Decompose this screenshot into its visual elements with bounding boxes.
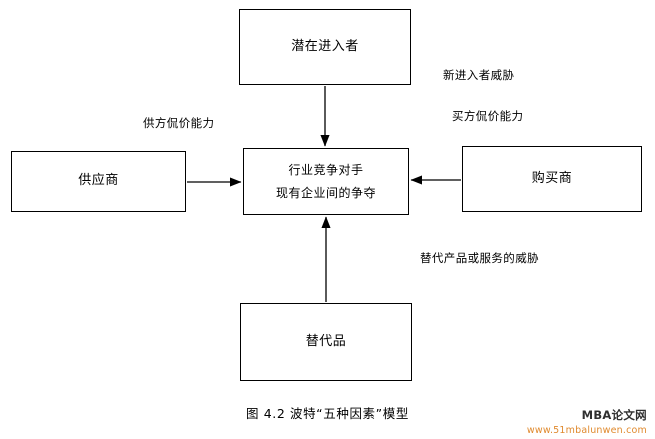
figure-caption: 图 4.2 波特“五种因素”模型 [246,406,409,421]
box-industry-rivalry-sublabel: 现有企业间的争夺 [275,185,376,200]
box-buyers: 购买商 [462,146,642,212]
box-potential-entrants: 潜在进入者 [239,9,411,85]
watermark: MBA论文网 www.51mbalunwen.com [527,407,647,436]
box-suppliers: 供应商 [11,151,186,212]
box-substitutes: 替代品 [240,303,412,381]
label-buyer-bargaining-power: 买方侃价能力 [452,109,524,123]
box-potential-entrants-label: 潜在进入者 [291,38,359,54]
watermark-site-name: MBA论文网 [581,408,647,422]
box-suppliers-label: 供应商 [78,173,119,189]
box-substitutes-label: 替代品 [305,333,347,349]
box-industry-rivalry: 行业竞争对手 现有企业间的争夺 [243,148,409,215]
box-industry-rivalry-label: 行业竞争对手 [288,162,364,177]
label-substitute-threat: 替代产品或服务的威胁 [420,251,539,265]
label-new-entrant-threat: 新进入者威胁 [443,68,515,82]
box-buyers-label: 购买商 [531,170,573,186]
label-supplier-bargaining-power: 供方侃价能力 [143,116,215,130]
watermark-site-url: www.51mbalunwen.com [526,425,647,436]
